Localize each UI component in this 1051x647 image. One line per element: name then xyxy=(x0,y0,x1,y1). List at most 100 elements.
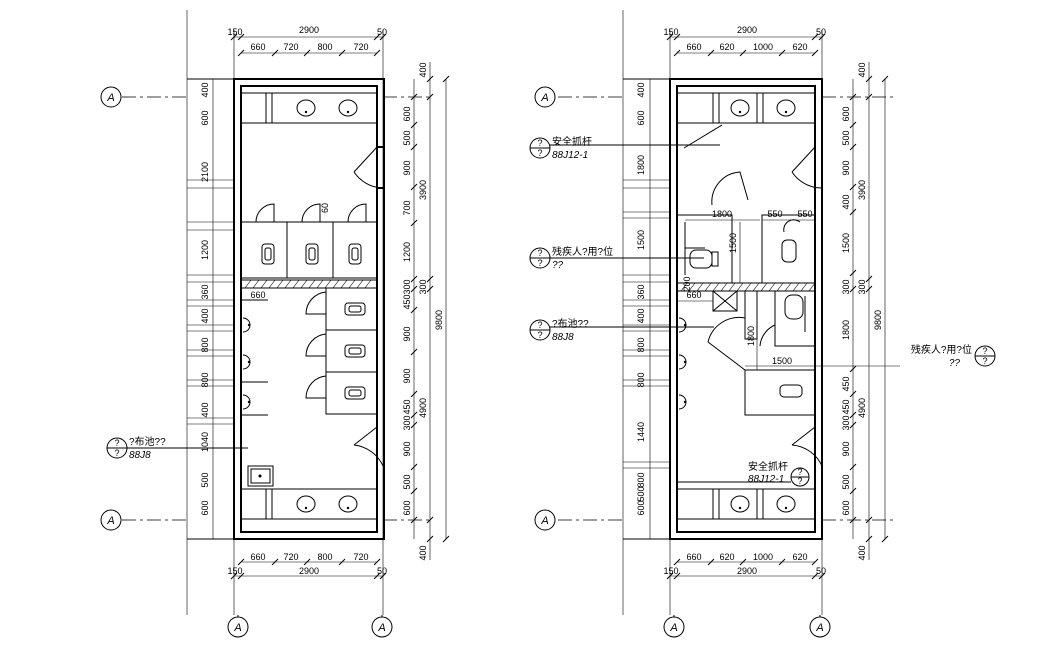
dimension-label: 300 xyxy=(402,415,412,430)
dimension-label: 900 xyxy=(402,160,412,175)
dimension-label: 550 xyxy=(797,209,812,219)
dimension-label: 150 xyxy=(663,27,678,37)
callout-text: 残疾人?用?位 xyxy=(911,343,972,356)
axis-label: A xyxy=(540,515,548,527)
axis-bubble-row-bottom-right: A xyxy=(534,509,556,531)
axis-label: A xyxy=(106,92,114,104)
dimension-label: 50 xyxy=(816,566,826,576)
axis-bubble-row-top-right: A xyxy=(534,86,556,108)
dimension-label: 3900 xyxy=(418,180,428,200)
dimension-label: 400 xyxy=(418,545,428,560)
callout-text: ?布池?? xyxy=(552,317,589,330)
dimension-label: 450 xyxy=(402,294,412,309)
axis-label: A xyxy=(540,92,548,104)
dimension-label: 500 xyxy=(402,474,412,489)
axis-bubble-row-top-left: A xyxy=(100,86,122,108)
dimension-label: 720 xyxy=(353,42,368,52)
dimension-label: 360 xyxy=(200,284,210,299)
dimension-label: 620 xyxy=(792,552,807,562)
dimension-label: 500 xyxy=(200,472,210,487)
callout-sheet: ? xyxy=(537,330,542,340)
dimension-label: 800 xyxy=(636,472,646,487)
dimension-label: 800 xyxy=(200,337,210,352)
right-toilet-plan xyxy=(558,10,900,615)
dimension-label: 400 xyxy=(418,62,428,77)
dimension-label: 800 xyxy=(317,42,332,52)
dimension-label: 550 xyxy=(767,209,782,219)
axis-bubbles: A A A A A A A A xyxy=(100,86,831,638)
callout-sheet: ? xyxy=(982,356,987,366)
dimension-label: 300 xyxy=(857,279,867,294)
callout-reference: 88J8 xyxy=(129,450,151,461)
dimension-label: 450 xyxy=(841,376,851,391)
dimension-label: 2900 xyxy=(299,25,319,35)
dimension-label: 500 xyxy=(402,130,412,145)
dimension-label: 500 xyxy=(636,486,646,501)
dimension-label: 1800 xyxy=(746,326,756,346)
dimension-label: 400 xyxy=(857,62,867,77)
callout-annotations: ???布池??88J8??安全抓杆88J12-1??残疾人?用?位?????布池… xyxy=(106,135,996,487)
dimension-label: 660 xyxy=(686,290,701,300)
dimension-label: 150 xyxy=(227,566,242,576)
callout-reference: 88J12-1 xyxy=(748,474,784,485)
callout-text: 安全抓杆 xyxy=(552,135,592,148)
dimension-label: 1800 xyxy=(712,209,732,219)
total-dimension: 9800 xyxy=(873,310,883,330)
dimension-label: 50 xyxy=(377,566,387,576)
dimension-label: 600 xyxy=(200,110,210,125)
dimension-label: 3900 xyxy=(857,180,867,200)
dimension-label: 50 xyxy=(377,27,387,37)
callout-sheet: ? xyxy=(114,448,119,458)
dimension-label: 660 xyxy=(250,290,265,300)
dimension-label: 2900 xyxy=(737,566,757,576)
left-cubicles-lower xyxy=(305,287,378,415)
dimension-label: 700 xyxy=(402,200,412,215)
dimension-label: 600 xyxy=(636,110,646,125)
dimension-label: 660 xyxy=(686,42,701,52)
dimension-label: 600 xyxy=(402,500,412,515)
axis-label: A xyxy=(106,515,114,527)
dimension-label: 1040 xyxy=(200,432,210,452)
dimension-label: 300 xyxy=(402,279,412,294)
dimension-label: 1500 xyxy=(841,233,851,253)
dimension-label: 1200 xyxy=(402,242,412,262)
axis-label: A xyxy=(233,622,241,634)
callout-number: ? xyxy=(537,138,542,148)
dimension-label: 800 xyxy=(317,552,332,562)
callout-text: 安全抓杆 xyxy=(748,460,788,473)
dimension-label: 800 xyxy=(636,372,646,387)
dimension-label: 1000 xyxy=(753,42,773,52)
callout-accessible-stall-left: ??残疾人?用?位?? xyxy=(529,245,704,271)
dimension-label: 2100 xyxy=(200,162,210,182)
dimension-label: 660 xyxy=(686,552,701,562)
left-toilet-plan xyxy=(122,10,450,615)
total-dimension: 9800 xyxy=(434,310,444,330)
dimension-label: 620 xyxy=(719,552,734,562)
dimension-label: 400 xyxy=(841,194,851,209)
dimension-label: 620 xyxy=(719,42,734,52)
callout-reference: 88J8 xyxy=(552,332,574,343)
callout-number: ? xyxy=(114,438,119,448)
dimension-label: 600 xyxy=(636,500,646,515)
axis-label: A xyxy=(377,622,385,634)
axis-label: A xyxy=(815,622,823,634)
callout-number: ? xyxy=(537,248,542,258)
dimension-label: 1200 xyxy=(200,240,210,260)
dimension-label: 1500 xyxy=(728,233,738,253)
dimension-label: 720 xyxy=(353,552,368,562)
axis-label: A xyxy=(669,622,677,634)
axis-bubble-row-bottom-left: A xyxy=(100,509,122,531)
dimension-label: 450 xyxy=(841,399,851,414)
callout-number: ? xyxy=(797,467,802,477)
callout-number: ? xyxy=(982,346,987,356)
dimension-label: 500 xyxy=(841,474,851,489)
callout-number: ? xyxy=(537,320,542,330)
callout-text: ?布池?? xyxy=(129,435,166,448)
dimension-label: 400 xyxy=(200,308,210,323)
dimension-label: 900 xyxy=(402,326,412,341)
dimension-label: 4900 xyxy=(857,398,867,418)
dimension-label: 300 xyxy=(418,279,428,294)
